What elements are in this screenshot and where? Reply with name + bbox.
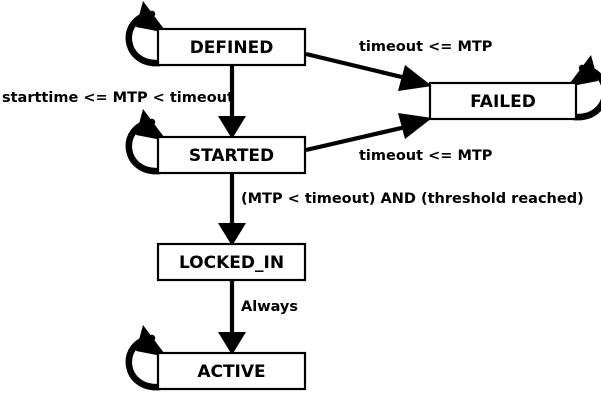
state-node-failed[interactable]: FAILED [428, 81, 578, 121]
edge-label-locked-in-to-active: Always [241, 299, 298, 315]
arrowhead-defined-failed [398, 65, 432, 91]
edge-label-defined-to-started: starttime <= MTP < timeout [2, 90, 234, 106]
arrowhead-defined-started [218, 116, 246, 139]
state-label-started: STARTED [189, 146, 274, 166]
edge-locked-in-to-active [218, 280, 246, 355]
arrowhead-started-self [136, 109, 167, 141]
arrowhead-defined-self [136, 1, 167, 33]
self-loop-started [125, 109, 167, 175]
state-node-defined[interactable]: DEFINED [156, 27, 307, 67]
edge-label-defined-to-failed: timeout <= MTP [359, 39, 493, 55]
state-node-locked-in[interactable]: LOCKED_IN [156, 242, 307, 282]
edge-defined-to-started [218, 65, 246, 139]
self-loop-defined [125, 1, 167, 67]
state-label-failed: FAILED [470, 92, 536, 112]
state-node-started[interactable]: STARTED [156, 135, 307, 175]
edge-defined-to-failed [305, 51, 432, 91]
state-label-defined: DEFINED [190, 38, 274, 58]
arrowhead-active-self [136, 325, 167, 357]
state-label-active: ACTIVE [197, 362, 265, 382]
edge-label-started-to-failed: timeout <= MTP [359, 148, 493, 164]
edge-started-to-locked-in [218, 173, 246, 246]
state-node-active[interactable]: ACTIVE [156, 351, 307, 391]
self-loop-active [125, 325, 167, 391]
edge-label-started-to-locked-in: (MTP < timeout) AND (threshold reached) [241, 191, 584, 207]
arrowhead-failed-self [567, 55, 598, 87]
self-loop-failed [567, 55, 601, 121]
state-label-locked-in: LOCKED_IN [179, 253, 284, 273]
arrowhead-started-failed [398, 113, 432, 139]
edge-started-to-failed [305, 113, 432, 153]
arrowhead-locked-in-active [218, 332, 246, 355]
arrowhead-started-locked-in [218, 223, 246, 246]
